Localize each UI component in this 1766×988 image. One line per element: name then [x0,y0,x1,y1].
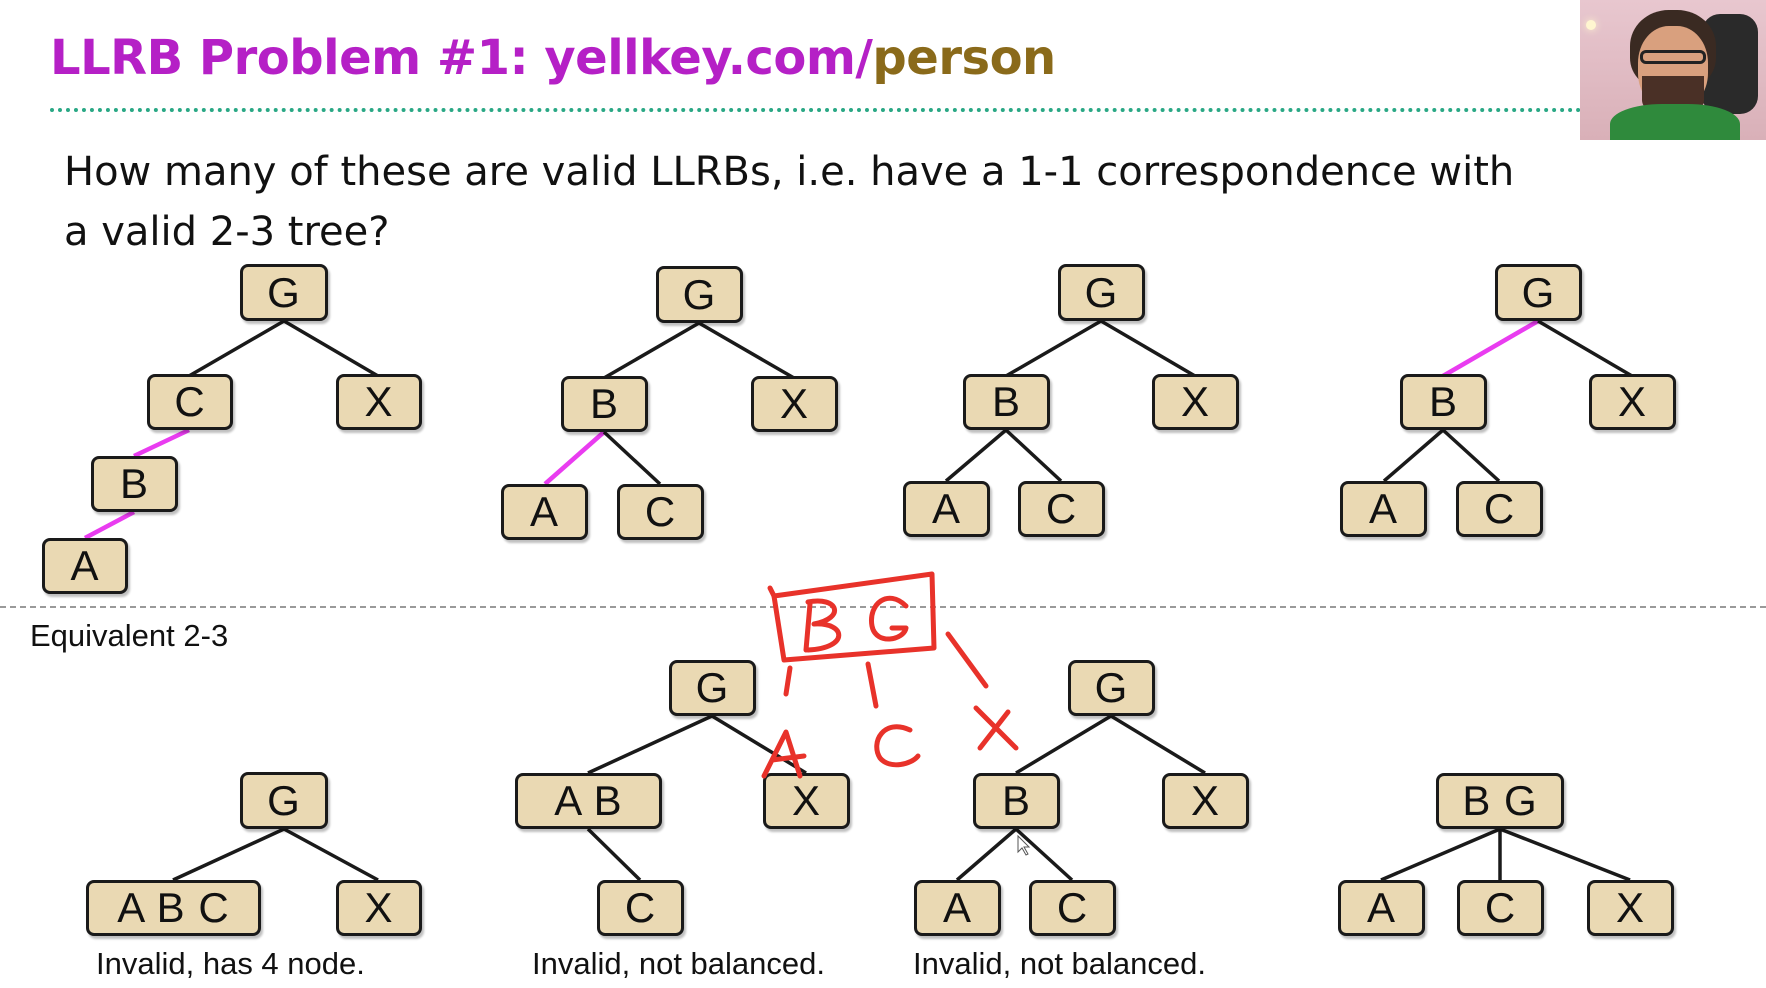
t23-3-node-x: X [1162,773,1249,829]
llrb4-node-c: C [1456,481,1543,537]
edge-t1-g-x [283,319,379,378]
question-line-2: a valid 2-3 tree? [64,209,390,255]
question-line-1: How many of these are valid LLRBs, i.e. … [64,149,1515,195]
llrb1-node-c: C [147,374,233,430]
edge-23-4-bg-x [1499,827,1631,882]
ink-stroke-middle [865,661,879,709]
edge-t2-g-x [698,321,795,380]
edge-t2-b-c [602,430,662,486]
edge-23-2-g-x [711,714,807,775]
t23-1-node-g: G [240,772,328,829]
edge-t2-g-b [603,321,700,380]
edge-t4-b-c [1441,428,1501,483]
presenter-webcam [1580,0,1766,140]
edge-t3-g-x [1100,319,1196,378]
edge-t3-g-b [1005,319,1102,378]
red-link-t4-g-b [1441,319,1540,378]
red-link-t1-c-b [133,427,190,459]
edge-t4-b-a [1382,428,1445,483]
llrb2-node-x: X [751,376,838,432]
t23-4-node-x: X [1587,880,1674,936]
edge-23-1-g-abc [172,827,285,882]
ink-letter-b [803,598,842,653]
ink-letter-g [869,595,909,642]
t23-4-node-a: A [1338,880,1425,936]
llrb4-node-a: A [1340,481,1427,537]
title-main: LLRB Problem #1: yellkey.com/ [50,30,873,86]
llrb1-node-x: X [336,374,422,430]
ink-box [771,571,937,663]
llrb4-node-x: X [1589,374,1676,430]
llrb1-node-b: B [91,456,178,512]
llrb1-node-g: G [240,264,328,321]
edge-23-3-b-a [955,827,1018,882]
llrb4-node-g: G [1495,264,1582,321]
ink-letter-c [874,724,921,768]
t23-4-node-bg: B G [1436,773,1564,829]
edge-23-1-g-x [283,827,379,882]
t23-3-node-c: C [1029,880,1116,936]
section-divider [0,606,1766,608]
edge-t3-b-c [1004,428,1063,483]
t23-1-node-abc: A B C [86,880,261,936]
edge-t4-g-x [1537,319,1633,378]
red-link-t2-b-a [543,430,606,486]
edge-23-2-ab-c [586,827,642,882]
llrb2-node-b: B [561,376,648,432]
llrb3-node-g: G [1058,264,1145,321]
edge-23-3-b-c [1014,827,1074,882]
caption-23-2: Invalid, not balanced. [532,946,825,981]
t23-3-node-b: B [973,773,1060,829]
question-text: How many of these are valid LLRBs, i.e. … [64,142,1564,262]
t23-2-node-g: G [669,660,756,716]
t23-3-node-g: G [1068,660,1155,716]
t23-2-node-x: X [763,773,850,829]
t23-2-node-c: C [597,880,684,936]
ink-stroke-left [783,665,793,697]
edge-23-4-bg-a [1380,827,1501,882]
llrb3-node-b: B [963,374,1050,430]
llrb2-node-a: A [501,484,588,540]
edge-23-2-g-ab [587,714,713,775]
llrb2-node-c: C [617,484,704,540]
webcam-shirt [1610,104,1740,140]
llrb4-node-b: B [1400,374,1487,430]
t23-4-node-c: C [1457,880,1544,936]
edge-23-3-g-b [1015,714,1112,775]
title-dotted-rule [50,108,1590,112]
llrb3-node-c: C [1018,481,1105,537]
edge-t1-g-c [188,319,285,378]
t23-2-node-ab: A B [515,773,662,829]
title-keyword: person [872,30,1056,86]
llrb3-node-a: A [903,481,990,537]
equivalent-23-label: Equivalent 2-3 [30,618,229,653]
t23-3-node-a: A [914,880,1001,936]
llrb3-node-x: X [1152,374,1239,430]
llrb2-node-g: G [656,266,743,323]
red-link-t1-b-a [83,510,136,540]
ink-letter-x [973,705,1019,751]
caption-23-3: Invalid, not balanced. [913,946,1206,981]
cursor-arrow-icon [1017,834,1031,856]
ink-letter-a [761,729,807,779]
llrb1-node-a: A [42,538,128,594]
webcam-lamp [1586,20,1596,30]
caption-23-1: Invalid, has 4 node. [96,946,365,981]
webcam-glasses [1640,50,1706,64]
t23-1-node-x: X [336,880,422,936]
edge-t3-b-a [944,428,1008,483]
ink-box-tail [767,585,777,599]
ink-stroke-right [945,631,989,689]
edge-23-3-g-x [1110,714,1206,775]
slide-title: LLRB Problem #1: yellkey.com/person [50,30,1056,86]
